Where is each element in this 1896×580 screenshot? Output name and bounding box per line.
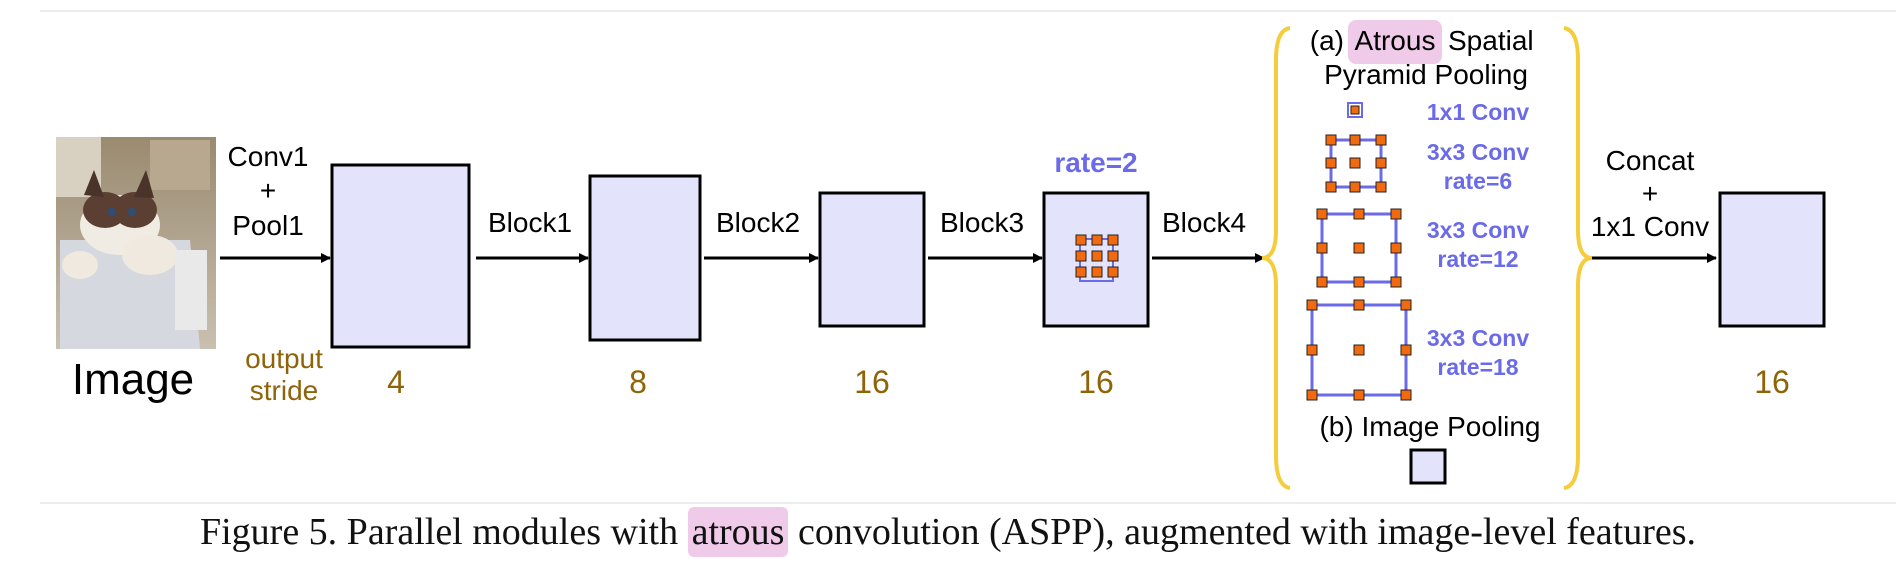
figure-caption: Figure 5. Parallel modules with atrous c… (0, 507, 1896, 557)
stride-value-4: 4 (387, 364, 405, 400)
stride-value-16-b: 16 (1078, 364, 1114, 400)
aspp-title-atrous: Atrous (1355, 25, 1436, 56)
atrous-highlight (1348, 20, 1442, 64)
input-image-cat-photo (56, 137, 216, 349)
branch-3-label: 3x3 Conv (1427, 217, 1529, 243)
image-pooling-box (1409, 448, 1447, 485)
feature-map-stride-8 (588, 174, 702, 342)
branch-rate-18-kernel (1306, 299, 1412, 401)
edge-label-conv1-plus: + (260, 175, 276, 206)
image-pooling-label: (b) Image Pooling (1319, 411, 1540, 442)
edge-label-concat-plus: + (1642, 178, 1658, 209)
aspp-left-brace (1261, 26, 1291, 490)
branch-4-rate: rate=18 (1437, 354, 1518, 380)
branch-rate-6-kernel (1325, 134, 1387, 193)
caption-highlight-atrous: atrous (687, 507, 789, 557)
edge-label-block4: Block4 (1162, 207, 1246, 238)
caption-text-before: Figure 5. Parallel modules with (199, 511, 688, 553)
feature-map-stride-16-block2 (818, 191, 926, 328)
edge-label-pool1: Pool1 (232, 210, 304, 241)
edge-label-block3: Block3 (940, 207, 1024, 238)
edge-label-concat: Concat (1606, 145, 1695, 176)
edge-label-block2: Block2 (716, 207, 800, 238)
output-stride-label-line1: output (245, 343, 323, 374)
edge-label-1x1-conv: 1x1 Conv (1591, 211, 1709, 242)
branch-2-label: 3x3 Conv (1427, 139, 1529, 165)
stride-value-16-a: 16 (854, 364, 890, 400)
stride-value-16-output: 16 (1754, 364, 1790, 400)
branch-1x1-conv-kernel (1347, 102, 1363, 118)
branch-3-rate: rate=12 (1437, 246, 1518, 272)
branch-2-rate: rate=6 (1444, 168, 1512, 194)
output-stride-label-line2: stride (250, 375, 318, 406)
stride-value-8: 8 (629, 364, 647, 400)
caption-text-after: convolution (ASPP), augmented with image… (788, 511, 1697, 553)
branch-rate-12-kernel (1316, 208, 1402, 288)
aspp-title-line2: Pyramid Pooling (1324, 59, 1528, 90)
block4-rate-label: rate=2 (1054, 147, 1137, 178)
edge-label-conv1: Conv1 (228, 141, 309, 172)
aspp-title-prefix: (a) (1310, 25, 1344, 56)
branch-1-label: 1x1 Conv (1427, 99, 1529, 125)
aspp-title-suffix: Spatial (1448, 25, 1534, 56)
feature-map-output (1718, 191, 1826, 328)
atrous-filter-rate-2 (1075, 234, 1119, 282)
edge-label-block1: Block1 (488, 207, 572, 238)
aspp-right-brace (1563, 26, 1593, 490)
feature-map-stride-4 (330, 163, 471, 349)
branch-4-label: 3x3 Conv (1427, 325, 1529, 351)
input-image-label: Image (72, 355, 194, 404)
